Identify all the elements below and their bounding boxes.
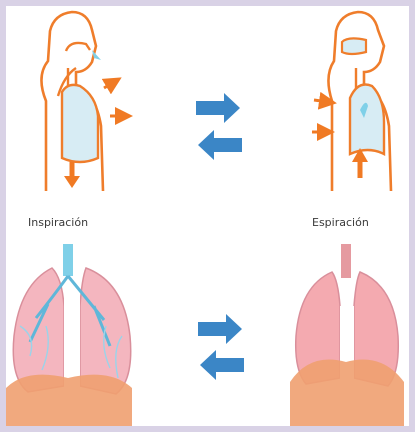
expiration-lungs: [290, 244, 404, 426]
expiration-chest-cavity: [350, 85, 384, 155]
expiration-body-figure: [312, 12, 391, 191]
swap-arrows-icon: [198, 314, 244, 380]
chest-contract-arrow-icon: [314, 100, 328, 102]
inspiration-body-figure: [41, 12, 124, 191]
inspiration-lungs: [6, 244, 132, 426]
inspiration-diaphragm: [6, 375, 132, 426]
expiration-diaphragm: [290, 360, 404, 427]
inspiration-chest-cavity: [62, 85, 98, 162]
inspiration-label: Inspiración: [28, 216, 88, 229]
respiration-diagram: Inspiración Espiración: [6, 6, 409, 426]
chest-expand-arrow-icon: [104, 82, 114, 88]
swap-arrows-icon: [196, 93, 242, 160]
expiration-label: Espiración: [312, 216, 369, 229]
